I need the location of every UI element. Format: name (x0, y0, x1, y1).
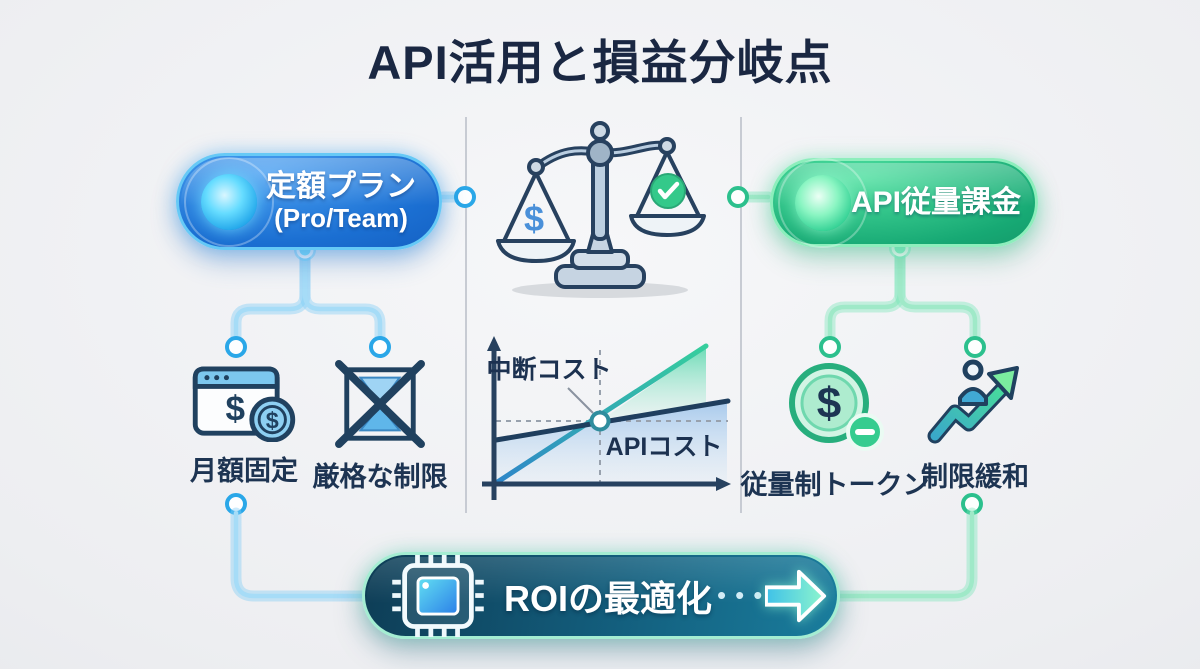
feature-metered-tokens: $ 従量制トークン (741, 362, 930, 502)
api-metered-label: API従量課金 (851, 185, 1022, 219)
break-even-marker (589, 410, 611, 432)
interruption-cost-label: 中断コスト (486, 355, 611, 384)
left-item2-node (369, 336, 391, 358)
x-axis-arrowhead (716, 477, 731, 491)
feature-monthly-fixed: $ $ 月額固定 (166, 364, 322, 488)
balance-scale-icon: $ (496, 121, 706, 298)
right-arrow-icon (765, 569, 827, 622)
person-head (962, 359, 984, 381)
dollar-glyph: $ (524, 198, 544, 239)
feature-label: 制限緩和 (921, 462, 1029, 492)
api-cost-label: APIコスト (606, 433, 723, 461)
coin-minus-icon: $ (789, 363, 884, 451)
svg-text:$: $ (225, 390, 245, 429)
fixed-plan-label: 定額プラン (Pro/Team) (266, 170, 416, 233)
right-item2-node (964, 336, 986, 358)
cross-out-line (335, 360, 425, 448)
feature-label: 月額固定 (190, 456, 298, 486)
feature-label: 従量制トークン (740, 470, 930, 500)
roi-banner: ROIの最適化 ••• (362, 552, 840, 639)
arrowhead (987, 366, 1019, 400)
feature-label: 厳格な制限 (312, 462, 448, 492)
svg-text:$: $ (266, 407, 279, 433)
left-item1-node (225, 336, 247, 358)
person-body (958, 387, 988, 406)
glow-orb-icon (201, 173, 257, 230)
break-even-chart: 中断コスト APIコスト (482, 336, 731, 500)
feature-strict-limits: 厳格な制限 (305, 360, 455, 494)
right-item1-node (819, 336, 841, 358)
api-metered-pill: API従量課金 (770, 158, 1038, 247)
svg-text:$: $ (817, 379, 841, 428)
api-cost-area (496, 402, 727, 484)
left-divider-line (465, 117, 467, 513)
page-title: API活用と損益分岐点 (367, 36, 833, 89)
bottom-left-node (225, 493, 247, 515)
fixed-plan-pill: 定額プラン (Pro/Team) (176, 153, 442, 250)
feature-relaxed-limits: 制限緩和 (902, 356, 1048, 494)
right-divider-line (740, 117, 742, 513)
glow-orb-icon (795, 174, 851, 231)
browser-dollar-icon: $ $ (192, 366, 296, 442)
blocked-hourglass-icon (335, 360, 425, 448)
y-axis-arrowhead (487, 336, 501, 351)
bottom-right-node (961, 493, 983, 515)
growth-arrow-icon (927, 359, 1019, 444)
api-cost-line (493, 398, 731, 443)
roi-banner-label: ROIの最適化 (503, 577, 712, 619)
cpu-chip-icon (392, 554, 484, 637)
callout-line (567, 387, 594, 414)
motion-dots: ••• (717, 579, 772, 610)
